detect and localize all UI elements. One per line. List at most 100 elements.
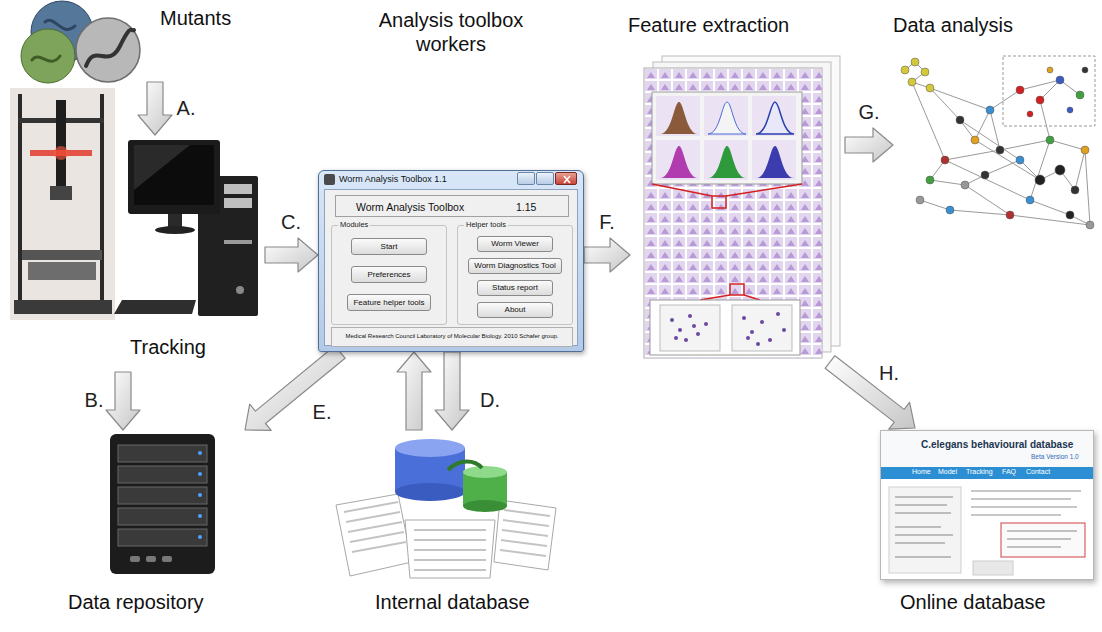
feature-sheets (708, 146, 746, 178)
storage-server (198, 472, 202, 476)
computer (155, 226, 195, 234)
web-page-art (881, 467, 1093, 479)
ui-button: Worm Viewer (477, 236, 553, 252)
database-illustration (405, 520, 495, 578)
network-graph (926, 176, 934, 184)
node-text: Data analysis (893, 13, 1013, 37)
stage-panel: Mutants (5, 0, 260, 82)
nav-link: FAQ (1002, 468, 1016, 476)
network-graph (1035, 175, 1045, 185)
node-text: Worm Diagnostics Tool (474, 261, 556, 271)
feature-sheets (692, 324, 696, 328)
feature-sheets (652, 92, 802, 184)
feature-sheets (696, 332, 700, 336)
node-text: Start (381, 242, 398, 252)
maximize-button (536, 172, 554, 185)
microscope-photo (14, 300, 112, 314)
ui-button: Worm Diagnostics Tool (468, 258, 562, 274)
feature-sheets (742, 316, 746, 320)
feature-sheets (652, 184, 802, 196)
app-window: Worm Analysis Toolbox 1.1Worm Analysis T… (318, 170, 584, 352)
network-graph (1076, 91, 1084, 99)
feature-sheets (660, 102, 698, 134)
step-letter: F. (599, 211, 615, 233)
minimize-button (517, 172, 535, 185)
block-arrow (397, 352, 431, 430)
close-button (556, 173, 578, 186)
database-illustration (494, 500, 556, 570)
node-text: About (505, 305, 526, 315)
network-graph (1086, 221, 1094, 229)
block-arrow (265, 238, 318, 272)
computer (114, 300, 196, 314)
feature-sheets (750, 330, 754, 334)
storage-server (118, 529, 207, 546)
step-letter: B. (85, 389, 104, 411)
network-graph (971, 136, 979, 144)
network-graph (986, 106, 994, 114)
feature-sheets (768, 338, 772, 342)
stage-panel: Tracking (5, 135, 265, 372)
nav-link: Model (938, 468, 957, 476)
microscope-photo (10, 88, 115, 320)
ui-button: Status report (477, 280, 553, 296)
microscope-photo (28, 262, 96, 280)
network-graph (905, 62, 1090, 225)
feature-sheets (670, 318, 674, 322)
node-text: Worm Analysis Toolbox 1.1 (339, 174, 447, 185)
microscope-photo (22, 250, 102, 260)
feature-sheets (712, 196, 726, 208)
network-graph (901, 58, 1094, 229)
network-graph (1006, 211, 1014, 219)
mutant-plates (76, 18, 140, 82)
block-arrow (845, 128, 893, 162)
database-illustration (414, 530, 486, 570)
feature-sheets (644, 56, 840, 358)
group-label: Modules (338, 220, 370, 229)
block-arrow (825, 356, 915, 430)
network-graph (1082, 67, 1088, 73)
ui-button: Preferences (351, 266, 427, 283)
window-icon (324, 174, 335, 185)
microscope-photo (100, 94, 104, 306)
computer (236, 286, 244, 294)
node-text: Worm Analysis Toolbox (356, 201, 464, 214)
network-graph (946, 206, 954, 214)
mutant-plates (86, 30, 134, 66)
network-graph (1056, 76, 1064, 84)
feature-sheets (708, 102, 746, 134)
block-arrow (245, 346, 345, 431)
network-graph (1081, 146, 1089, 154)
database-illustration (395, 483, 465, 501)
feature-sheets (674, 336, 678, 340)
feature-sheets (776, 312, 780, 316)
network-graph (1036, 96, 1044, 104)
network-graph (911, 58, 919, 66)
feature-sheets (656, 140, 700, 180)
close-button (564, 176, 570, 183)
database-illustration (395, 439, 465, 457)
storage-server (118, 466, 207, 483)
node-text: Analysis toolbox workers (361, 8, 541, 56)
ui-button: Feature helper tools (347, 294, 431, 311)
button-group: ModulesStartPreferencesFeature helper to… (331, 225, 447, 325)
feature-sheets (730, 284, 744, 295)
block-arrow (138, 82, 172, 135)
feature-sheets (746, 336, 750, 340)
database-illustration (344, 502, 406, 552)
network-graph (916, 196, 924, 204)
network-graph (981, 171, 989, 179)
web-page-art (889, 487, 961, 573)
nav-link: Tracking (966, 468, 993, 476)
feature-sheets (684, 338, 688, 342)
mutant-plates (21, 1, 140, 83)
computer (114, 140, 258, 316)
node-text: Data repository (68, 590, 204, 614)
node-text: Worm Viewer (491, 239, 539, 249)
feature-sheets (704, 96, 748, 136)
web-page-art (971, 491, 1081, 515)
stage-panel: Data repository (40, 430, 270, 625)
node-text: Feature extraction (628, 13, 789, 37)
feature-sheets (704, 140, 748, 180)
network-graph (921, 68, 929, 76)
